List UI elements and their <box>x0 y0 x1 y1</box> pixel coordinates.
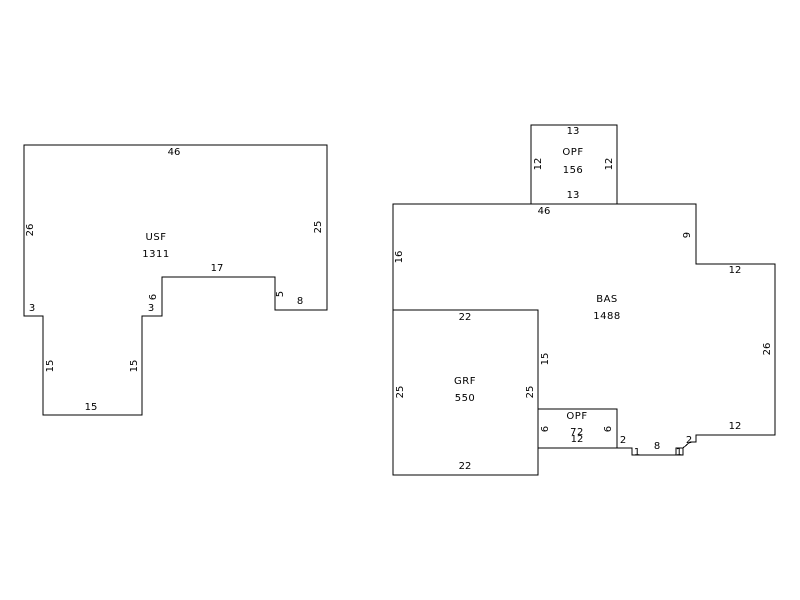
bas-dim-right: 26 <box>762 343 773 356</box>
usf-dim-left-step: 3 <box>29 303 35 314</box>
bas-area-label: 1488 <box>593 311 620 322</box>
opf-top-dim-left: 12 <box>533 158 544 171</box>
usf-area-label: 1311 <box>142 249 169 260</box>
opf-top-dim-top: 13 <box>567 126 580 137</box>
grf-outline <box>392 309 539 476</box>
bas-dim-tick-left: 1 <box>634 447 640 458</box>
bas-dim-bottom-step: 12 <box>729 421 742 432</box>
opf-top-name-label: OPF <box>562 147 583 158</box>
grf-dim-right: 25 <box>525 386 536 399</box>
usf-outline <box>23 144 328 416</box>
usf-dim-step-right: 5 <box>275 291 286 297</box>
bas-dim-notch-right: 2 <box>686 435 692 446</box>
opf-small-area-label: 72 <box>570 427 584 438</box>
usf-dim-leg-left: 15 <box>45 360 56 373</box>
usf-section: USF 1311 46 26 25 17 5 8 3 6 3 15 15 15 <box>23 144 328 416</box>
usf-dim-inner-vert: 6 <box>148 294 159 300</box>
usf-dim-right-bottom: 8 <box>297 296 303 307</box>
usf-name-label: USF <box>146 232 167 243</box>
grf-dim-bottom: 22 <box>459 461 472 472</box>
bas-dim-notch-bottom: 8 <box>654 441 660 452</box>
usf-dim-bottom: 15 <box>85 402 98 413</box>
opf-small-outline <box>537 408 618 449</box>
bas-name-label: BAS <box>596 294 618 305</box>
opf-top-area-label: 156 <box>563 165 584 176</box>
usf-dim-leg-right: 15 <box>129 360 140 373</box>
bas-dim-right-upper: 9 <box>682 232 693 238</box>
usf-dim-left: 26 <box>25 224 36 237</box>
bas-dim-notch-left: 2 <box>620 435 626 446</box>
opf-small-dim-left: 6 <box>540 426 551 432</box>
opf-top-dim-bottom: 13 <box>567 190 580 201</box>
grf-area-label: 550 <box>455 393 476 404</box>
bas-dim-top: 46 <box>538 206 551 217</box>
usf-dim-inner-top: 17 <box>211 263 224 274</box>
bas-dim-tick-right: 1 <box>676 447 682 458</box>
grf-section: GRF 550 22 22 25 25 <box>392 309 539 476</box>
grf-dim-left: 25 <box>395 386 406 399</box>
bas-dim-inner-vert: 15 <box>540 353 551 366</box>
usf-dim-top: 46 <box>168 147 181 158</box>
bas-notch-detail <box>617 447 683 456</box>
opf-top-section: OPF 156 13 13 12 12 <box>530 124 618 205</box>
grf-name-label: GRF <box>454 376 476 387</box>
usf-dim-right: 25 <box>313 221 324 234</box>
grf-dim-top: 22 <box>459 312 472 323</box>
opf-small-name-label: OPF <box>566 411 587 422</box>
opf-small-dim-right: 6 <box>603 426 614 432</box>
opf-top-dim-right: 12 <box>604 158 615 171</box>
bas-dim-left: 16 <box>394 251 405 264</box>
opf-small-section: OPF 72 12 6 6 <box>537 408 618 449</box>
bas-dim-right-step: 12 <box>729 265 742 276</box>
usf-dim-inner-step: 3 <box>148 303 154 314</box>
opf-small-dim-bottom: 12 <box>571 434 584 445</box>
